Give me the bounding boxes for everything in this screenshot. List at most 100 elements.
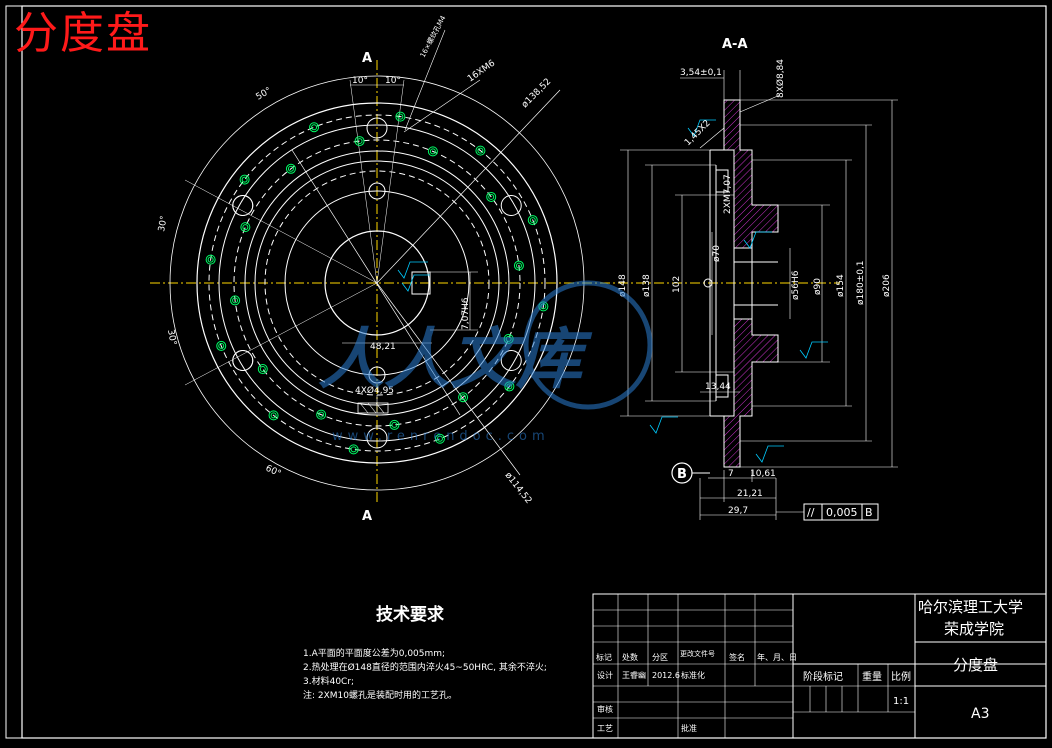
small-hole <box>316 409 327 420</box>
small-hole <box>527 215 538 226</box>
surface-mark-5 <box>649 416 678 434</box>
dim-56: ø56H6 <box>791 270 801 300</box>
inner-hole <box>368 366 386 384</box>
tb-designer-label: 设计 <box>597 670 613 680</box>
tol-symbol: // <box>807 506 815 519</box>
circle-132 <box>244 150 510 416</box>
tb-school-line1: 哈尔滨理工大学 <box>918 598 1023 616</box>
outer-circle <box>196 102 558 464</box>
tb-scale-label: 比例 <box>891 670 911 683</box>
section-view <box>600 70 898 521</box>
title-block-labels: 标记 处数 分区 更改文件号 签名 年、月、日 设计 王睿幽 2012.6 标准… <box>596 598 1023 733</box>
small-hole-inner <box>259 366 266 373</box>
requirements-title: 技术要求 <box>376 605 444 625</box>
small-hole <box>475 145 486 156</box>
surface-mark-3 <box>743 231 772 249</box>
title-block <box>592 593 1047 739</box>
slot-upper <box>715 169 729 193</box>
dim-10-61: 10,61 <box>750 469 776 479</box>
angle-30-top: 30° <box>157 215 170 232</box>
small-hole-inner <box>356 138 363 145</box>
front-view <box>150 29 610 505</box>
tb-designer-name: 王睿幽 <box>622 671 646 680</box>
dim-102: 102 <box>672 276 682 293</box>
large-holes <box>232 117 522 449</box>
small-hole-inner <box>429 148 436 155</box>
large-hole <box>366 427 388 449</box>
angle-10-left: 10° <box>352 76 368 86</box>
tb-stage-mark: 阶段标记 <box>803 670 843 683</box>
dim-138: ø138 <box>642 274 652 297</box>
small-hole <box>285 163 296 174</box>
small-hole-inner <box>287 165 294 172</box>
small-hole-inner <box>515 262 522 269</box>
small-hole <box>239 174 250 185</box>
diagonal-line-2 <box>376 89 561 284</box>
tb-part-name: 分度盘 <box>953 656 998 674</box>
large-hole <box>232 195 254 216</box>
small-hole-inner <box>529 217 536 224</box>
ray-10-left <box>349 79 378 284</box>
diagonal-line-3 <box>376 282 521 476</box>
title-block-frame <box>592 593 1047 739</box>
hole-note-top: 16×螺纹孔M4 <box>418 13 448 59</box>
small-hole-inner <box>207 256 214 263</box>
small-hole <box>395 111 406 122</box>
small-hole <box>230 295 241 306</box>
dim-48-21: 48,21 <box>370 342 396 352</box>
angle-10-right: 10° <box>385 76 401 86</box>
hatch-b <box>367 402 377 414</box>
requirement-line-3: 3.材料40Cr; <box>303 677 355 687</box>
ray-10-right <box>376 79 405 284</box>
leader-145 <box>699 127 725 149</box>
small-hole-inner <box>232 297 239 304</box>
surface-mark-7 <box>687 119 716 137</box>
dim-148: ø148 <box>618 274 628 297</box>
thread-note: 16XM6 <box>466 58 497 84</box>
inner-border <box>21 5 1047 739</box>
hatch-c <box>375 402 385 414</box>
dim-7: 7 <box>728 469 734 479</box>
dia-114-52: ø114,52 <box>503 471 534 506</box>
tol-value: 0,005 <box>826 506 858 519</box>
angle-50: 50° <box>255 86 274 103</box>
small-hole <box>503 333 514 344</box>
small-hole-inner <box>391 421 398 428</box>
hole-note-leader <box>404 29 446 131</box>
small-hole <box>434 433 445 444</box>
small-hole <box>458 392 469 403</box>
small-hole <box>216 340 227 351</box>
small-holes <box>205 111 549 455</box>
small-hole-inner <box>460 394 467 401</box>
hatch-upper <box>723 99 779 249</box>
dim-2x: 2XM7,07 <box>723 174 733 214</box>
tb-review-label: 审核 <box>597 704 613 714</box>
surface-mark-2 <box>401 274 430 292</box>
tb-hdr-mark: 标记 <box>596 652 612 662</box>
tb-weight: 重量 <box>862 670 882 683</box>
hatch-lower <box>723 318 779 468</box>
tol-datum: B <box>865 506 873 519</box>
hatch-a <box>359 402 369 414</box>
dim-7-07: 7,07H6 <box>461 297 471 330</box>
section-rect <box>357 402 389 414</box>
small-hole-inner <box>218 342 225 349</box>
small-hole-inner <box>505 335 512 342</box>
small-hole-inner <box>318 411 325 418</box>
small-hole <box>257 364 268 375</box>
circle-158 <box>218 124 536 442</box>
dim-29-7: 29,7 <box>728 506 748 516</box>
small-hole <box>486 191 497 202</box>
small-hole <box>354 136 365 147</box>
small-hole-inner <box>436 435 443 442</box>
small-hole <box>348 444 359 455</box>
small-hole-inner <box>242 224 249 231</box>
small-hole <box>513 260 524 271</box>
dim-1-45: 1,45X2 <box>683 118 713 148</box>
tb-hdr-zone: 分区 <box>652 653 668 662</box>
surface-mark-1 <box>397 261 428 279</box>
cut-label-top: A <box>362 51 372 66</box>
requirement-line-4: 注: 2XM10螺孔是装配时用的工艺孔。 <box>303 691 458 701</box>
